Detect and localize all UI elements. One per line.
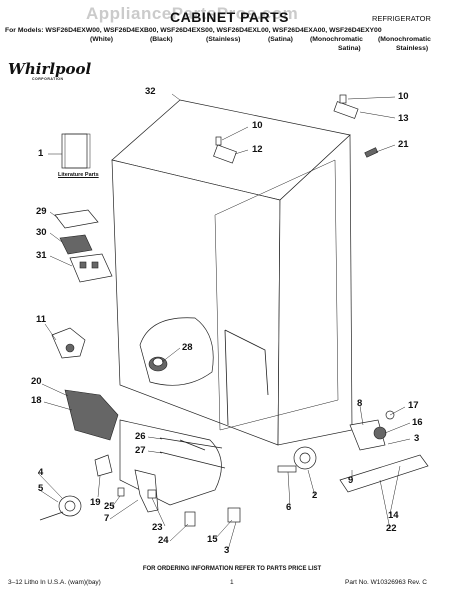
cabinet-left-side <box>111 159 281 446</box>
color-mono-stainless-cont: Stainless) <box>396 45 429 52</box>
page-number: 1 <box>230 579 234 586</box>
top-hinge-icon <box>333 101 359 119</box>
cabinet-divider <box>224 329 269 426</box>
part-24-icon <box>184 511 196 527</box>
callout-2: 2 <box>312 490 318 501</box>
callout-19: 19 <box>90 497 101 508</box>
part-16-icon <box>373 426 387 440</box>
screw-icon <box>339 94 347 104</box>
callout-10: 10 <box>398 91 409 102</box>
color-satina: (Satina) <box>268 36 293 43</box>
part-29-icon <box>54 209 99 229</box>
part-26-icon <box>159 437 223 449</box>
callout-10: 10 <box>252 120 263 131</box>
part-21-icon <box>364 147 379 158</box>
callout-4: 4 <box>38 467 44 478</box>
callout-29: 29 <box>36 206 47 217</box>
callout-27: 27 <box>135 445 146 456</box>
part-number: Part No. W10326963 Rev. C <box>345 579 427 586</box>
callout-13: 13 <box>398 113 409 124</box>
callout-26: 26 <box>135 431 146 442</box>
callout-5: 5 <box>38 483 44 494</box>
callout-28: 28 <box>182 342 193 353</box>
color-white: (White) <box>90 36 114 43</box>
cabinet-cutaway <box>139 317 214 386</box>
screw-icon <box>215 136 222 146</box>
callout-32: 32 <box>145 86 156 97</box>
callout-25: 25 <box>104 501 115 512</box>
part-25-icon <box>117 487 125 497</box>
callout-9: 9 <box>348 475 354 486</box>
callout-3: 3 <box>414 433 420 444</box>
part-20-icon <box>64 389 119 441</box>
literature-parts-caption: Literature Parts <box>58 172 99 178</box>
watermark: AppliancePartsPros.com <box>86 4 299 23</box>
part-19-icon <box>94 454 113 477</box>
part-27-icon <box>159 451 226 469</box>
callout-20: 20 <box>31 376 42 387</box>
model-list: For Models: WSF26D4EXW00, WSF26D4EXB00, … <box>5 27 382 34</box>
callout-3: 3 <box>224 545 230 556</box>
callout-11: 11 <box>36 314 47 325</box>
part-22-kickplate-icon <box>339 454 429 493</box>
callout-23: 23 <box>152 522 163 533</box>
callout-1: 1 <box>38 148 44 159</box>
part-30-icon <box>59 234 93 255</box>
litho-info: 3–12 Litho In U.S.A. (wam)(bay) <box>8 579 101 586</box>
callout-18: 18 <box>31 395 42 406</box>
cabinet-opening <box>214 159 339 431</box>
part-31-icon <box>69 253 113 283</box>
callout-22: 22 <box>386 523 397 534</box>
callout-21: 21 <box>398 139 409 150</box>
callout-14: 14 <box>388 510 399 521</box>
callout-16: 16 <box>412 417 423 428</box>
callout-17: 17 <box>408 400 419 411</box>
color-stainless: (Stainless) <box>206 36 241 43</box>
logo-subtitle: CORPORATION <box>32 77 64 81</box>
part-7-icon <box>134 469 159 513</box>
part-8-bracket-icon <box>349 419 386 451</box>
color-mono-satina: (Monochromatic <box>310 36 363 43</box>
part-23-icon <box>147 489 157 499</box>
part-6-icon <box>277 465 297 473</box>
center-hinge-icon <box>213 144 237 164</box>
callout-7: 7 <box>104 513 110 524</box>
callout-31: 31 <box>36 250 47 261</box>
literature-parts-icon <box>61 133 88 169</box>
whirlpool-logo: Whirlpool <box>8 60 92 78</box>
color-black: (Black) <box>150 36 173 43</box>
callout-24: 24 <box>158 535 169 546</box>
ordering-info: FOR ORDERING INFORMATION REFER TO PARTS … <box>142 566 322 572</box>
part-11-icon <box>51 327 86 359</box>
callout-15: 15 <box>207 534 218 545</box>
part-15-icon <box>227 507 241 523</box>
callout-30: 30 <box>36 227 47 238</box>
callout-8: 8 <box>357 398 363 409</box>
callout-12: 12 <box>252 144 263 155</box>
color-mono-satina-cont: Satina) <box>338 45 361 52</box>
appliance-category: REFRIGERATOR <box>372 14 431 23</box>
page-title: CABINET PARTS <box>170 9 290 25</box>
callout-6: 6 <box>286 502 292 513</box>
color-mono-stainless: (Monochromatic <box>378 36 431 43</box>
